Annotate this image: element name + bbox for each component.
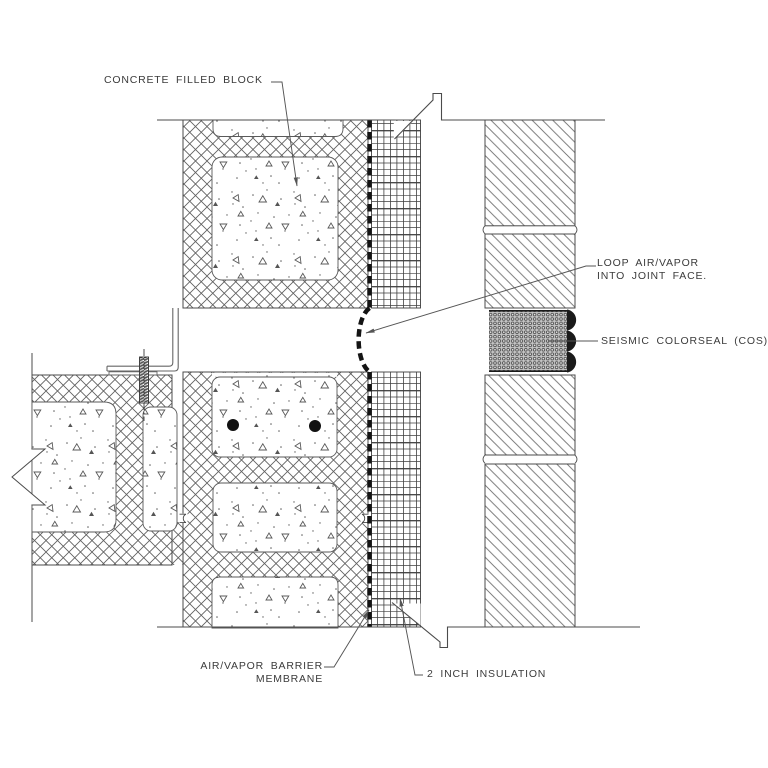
label-text: MEMBRANE: [255, 673, 323, 685]
block-joint-notch: [179, 513, 369, 524]
cut-lines: [157, 92, 640, 649]
upper-grout-cell: [211, 156, 339, 281]
label-text: AIR/VAPOR BARRIER: [200, 660, 323, 672]
upper-bond-strip: [212, 119, 344, 137]
membrane-loop: [356, 306, 372, 374]
leader-two-inch-insulation: [399, 597, 423, 676]
steel-angle: [106, 308, 179, 376]
label-two-inch-insulation: 2 INCH INSULATION: [427, 668, 546, 681]
slab-concrete: [31, 401, 117, 533]
label-air-vapor-barrier: AIR/VAPOR BARRIER MEMBRANE: [185, 660, 323, 686]
label-text: 2 INCH INSULATION: [427, 668, 547, 680]
mortar-joint-curves: [482, 225, 578, 464]
label-text: CONCRETE FILLED BLOCK: [104, 74, 263, 86]
insulation-strip-upper: [371, 119, 421, 309]
brick-veneer: [482, 119, 578, 628]
brick-block-1: [484, 119, 576, 227]
lower-cmu-wall: [171, 371, 369, 629]
upper-cmu-wall: [182, 119, 369, 309]
lower-grout-cell-3: [211, 576, 339, 629]
insulation-strip-lower: [371, 371, 421, 628]
lower-grout-cell-1: [211, 376, 338, 458]
slab-grout-strip: [142, 406, 178, 532]
rebar-section-left: [227, 419, 239, 431]
label-loop-air-vapor: LOOP AIR/VAPOR INTO JOINT FACE.: [597, 257, 707, 283]
lower-grout-cell-2: [212, 482, 338, 553]
brick-block-4: [484, 463, 576, 628]
brick-block-2: [484, 233, 576, 309]
leader-concrete-filled-block: [271, 81, 298, 187]
left-slab: [11, 353, 178, 622]
leader-loop-air-vapor: [365, 265, 596, 334]
anchor-bolt: [139, 349, 149, 421]
brick-block-3: [484, 374, 576, 456]
label-text: SEISMIC COLORSEAL (COS): [601, 335, 768, 347]
break-symbol-left: [11, 448, 47, 506]
rebar-section-right: [309, 420, 321, 432]
label-concrete-filled-block: CONCRETE FILLED BLOCK: [104, 74, 263, 87]
air-vapor-membrane: [356, 120, 372, 627]
leader-lines: [271, 81, 598, 676]
leader-air-vapor-barrier: [324, 609, 370, 668]
label-text: LOOP AIR/VAPOR: [597, 257, 699, 269]
label-seismic-colorseal: SEISMIC COLORSEAL (COS): [601, 335, 768, 348]
label-text: INTO JOINT FACE.: [597, 270, 708, 282]
shim-plate: [108, 371, 158, 376]
